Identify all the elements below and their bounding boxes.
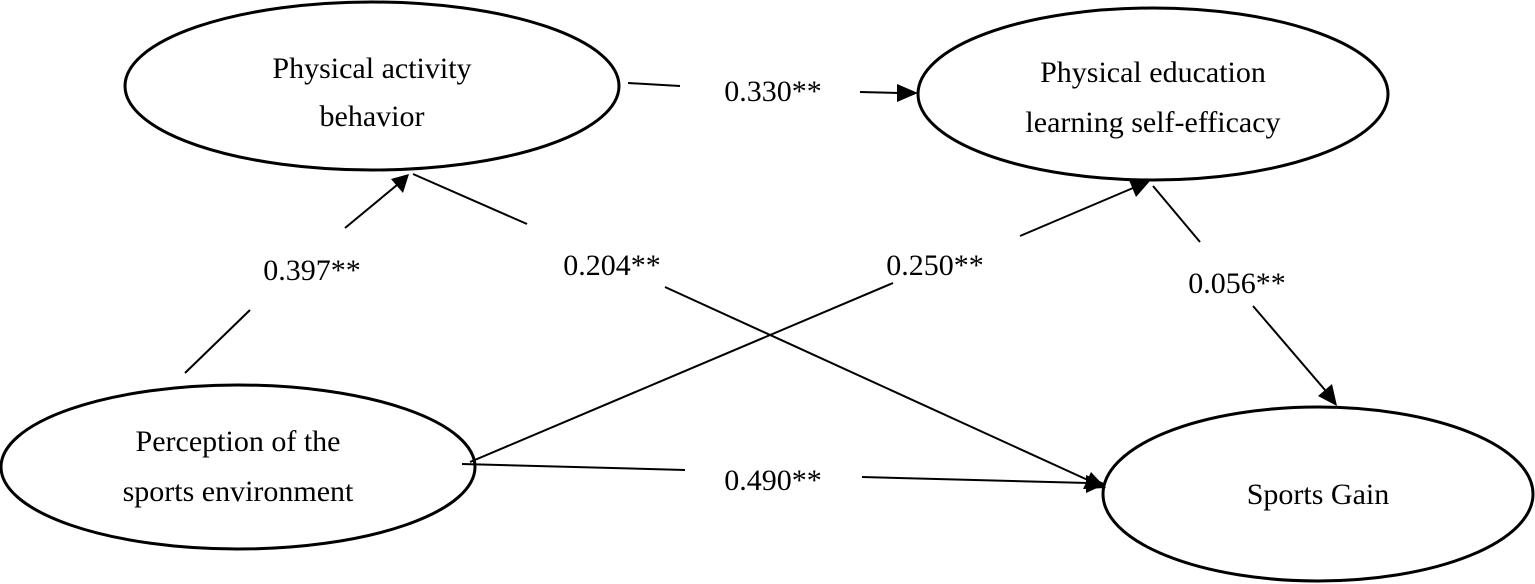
- edge-activity-to-efficacy-coefficient: 0.330**: [724, 75, 822, 108]
- edge-activity-to-efficacy-line-b: [859, 91, 901, 94]
- edge-perception-to-gain-coefficient: 0.490**: [724, 464, 822, 497]
- edge-perception-to-gain-arrowhead: [1086, 475, 1106, 493]
- node-perception-label-line-1: Perception of the: [136, 425, 341, 458]
- edge-perception-to-efficacy-line-b: [1019, 187, 1134, 237]
- node-self-efficacy-ellipse: [916, 6, 1390, 182]
- edge-perception-to-gain: 0.490**: [461, 463, 1106, 497]
- edge-efficacy-to-gain-line-a: [1152, 185, 1201, 243]
- edge-activity-to-efficacy-arrowhead: [897, 84, 918, 102]
- edge-perception-to-efficacy: 0.250**: [469, 180, 1150, 463]
- edge-activity-to-gain-coefficient: 0.204**: [563, 249, 661, 282]
- node-perception-ellipse: [0, 383, 477, 551]
- edge-perception-to-gain-line-a: [461, 463, 686, 471]
- edge-perception-to-efficacy-coefficient: 0.250**: [886, 249, 984, 282]
- edge-perception-to-activity-coefficient: 0.397**: [263, 254, 361, 287]
- edge-efficacy-to-gain-arrowhead: [1318, 384, 1337, 406]
- edge-efficacy-to-gain: 0.056**: [1152, 185, 1337, 406]
- node-pe-learning-self-efficacy: Physical education learning self-efficac…: [916, 6, 1390, 182]
- node-physical-activity-label-line-1: Physical activity: [272, 52, 471, 85]
- edge-perception-to-activity-arrowhead: [391, 174, 409, 193]
- edge-perception-to-gain-line-b: [861, 476, 1089, 484]
- node-physical-activity-ellipse: [123, 0, 621, 172]
- node-self-efficacy-label-line-2: learning self-efficacy: [1025, 106, 1280, 139]
- node-self-efficacy-label-line-1: Physical education: [1040, 56, 1266, 89]
- node-physical-activity-behavior: Physical activity behavior: [123, 0, 621, 172]
- node-sports-gain-label: Sports Gain: [1247, 478, 1390, 511]
- edge-activity-to-efficacy: 0.330**: [627, 75, 918, 108]
- node-sports-gain-ellipse: [1101, 405, 1535, 583]
- edge-perception-to-efficacy-arrowhead: [1129, 180, 1150, 197]
- node-perception-label-line-2: sports environment: [123, 475, 354, 508]
- node-perception-of-sports-environment: Perception of the sports environment: [0, 383, 477, 551]
- edge-perception-to-efficacy-line-a: [469, 282, 894, 463]
- node-physical-activity-label-line-2: behavior: [320, 100, 425, 133]
- edge-perception-to-activity-line-a: [184, 309, 251, 374]
- node-sports-gain: Sports Gain: [1101, 405, 1535, 583]
- edge-activity-to-efficacy-line-a: [627, 82, 681, 87]
- edge-activity-to-gain-line-b: [664, 286, 1091, 482]
- edge-efficacy-to-gain-coefficient: 0.056**: [1188, 267, 1286, 300]
- edge-perception-to-activity: 0.397**: [184, 174, 409, 374]
- edge-activity-to-gain-line-a: [412, 173, 528, 225]
- edge-perception-to-activity-line-b: [344, 184, 398, 229]
- edge-efficacy-to-gain-line-b: [1252, 305, 1326, 391]
